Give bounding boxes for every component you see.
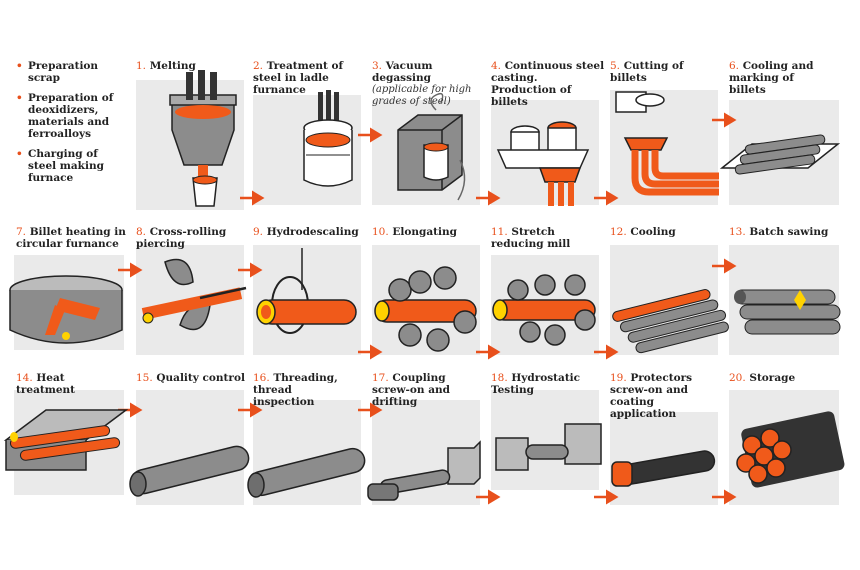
step-label-1: 1. Melting: [136, 60, 196, 72]
vacuum-degassing-illustration: [397, 92, 466, 201]
step-label-18: 18. Hydrostatic Testing: [491, 372, 581, 396]
step-label-4: 4. Continuous steel casting. Production …: [491, 60, 605, 108]
step-label-11: 11. Stretch reducing mill: [491, 226, 571, 250]
continuous-casting-illustration: [496, 121, 590, 206]
hydrostatic-test-illustration: [495, 423, 602, 471]
step-label-12: 12. Cooling: [610, 226, 676, 238]
protectors-coating-illustration: [611, 450, 716, 487]
cooling-pipes-illustration: [612, 289, 729, 354]
step-label-9: 9. Hydrodescaling: [253, 226, 359, 238]
elongating-mill-illustration: [374, 266, 477, 352]
step-label-14: 14. Heat treatment: [16, 372, 75, 396]
preparation-list: Preparation scrap Preparation of deoxidi…: [16, 60, 126, 192]
step-label-15: 15. Quality control: [136, 372, 245, 384]
heat-treatment-illustration: [3, 409, 129, 471]
melting-furnace-illustration: [169, 70, 237, 207]
hydrodescaling-ring-illustration: [256, 248, 357, 334]
step-label-2: 2. Treatment of steel in ladle furnance: [253, 60, 344, 96]
preparation-item: Charging of steel making furnace: [16, 148, 126, 184]
coupling-screw-on-illustration: [367, 440, 481, 501]
cutting-billets-illustration: [615, 91, 719, 196]
preparation-item: Preparation of deoxidizers, materials an…: [16, 92, 126, 140]
step-label-17: 17. Coupling screw-on and drifting: [372, 372, 450, 408]
step-label-6: 6. Cooling and marking of billets: [729, 60, 814, 96]
ladle-furnace-illustration: [303, 90, 353, 187]
circular-furnace-illustration: [9, 275, 123, 344]
step-label-19: 19. Protectors screw-on and coating appl…: [610, 372, 693, 420]
step-label-13: 13. Batch sawing: [729, 226, 829, 238]
piercing-mill-illustration: [141, 258, 247, 331]
step-label-3: 3. Vacuum degassing(applicable for high …: [372, 60, 472, 107]
step-label-10: 10. Elongating: [372, 226, 457, 238]
cooling-bed-illustration: [719, 134, 841, 175]
step-label-20: 20. Storage: [729, 372, 796, 384]
stretch-reducing-mill-illustration: [492, 274, 596, 346]
batch-sawing-illustration: [734, 289, 841, 335]
pipe-quality-control-illustration: [129, 445, 250, 497]
step-label-16: 16. Threading, thread inspection: [253, 372, 338, 408]
pipe-storage-bundle-illustration: [736, 411, 845, 488]
step-label-8: 8. Cross-rolling piercing: [136, 226, 227, 250]
flow-arrows: [118, 112, 737, 505]
step-label-5: 5. Cutting of billets: [610, 60, 684, 84]
preparation-item: Preparation scrap: [16, 60, 126, 84]
pipe-threading-illustration: [247, 447, 366, 498]
step-label-7: 7. Billet heating in circular furnance: [16, 226, 126, 250]
